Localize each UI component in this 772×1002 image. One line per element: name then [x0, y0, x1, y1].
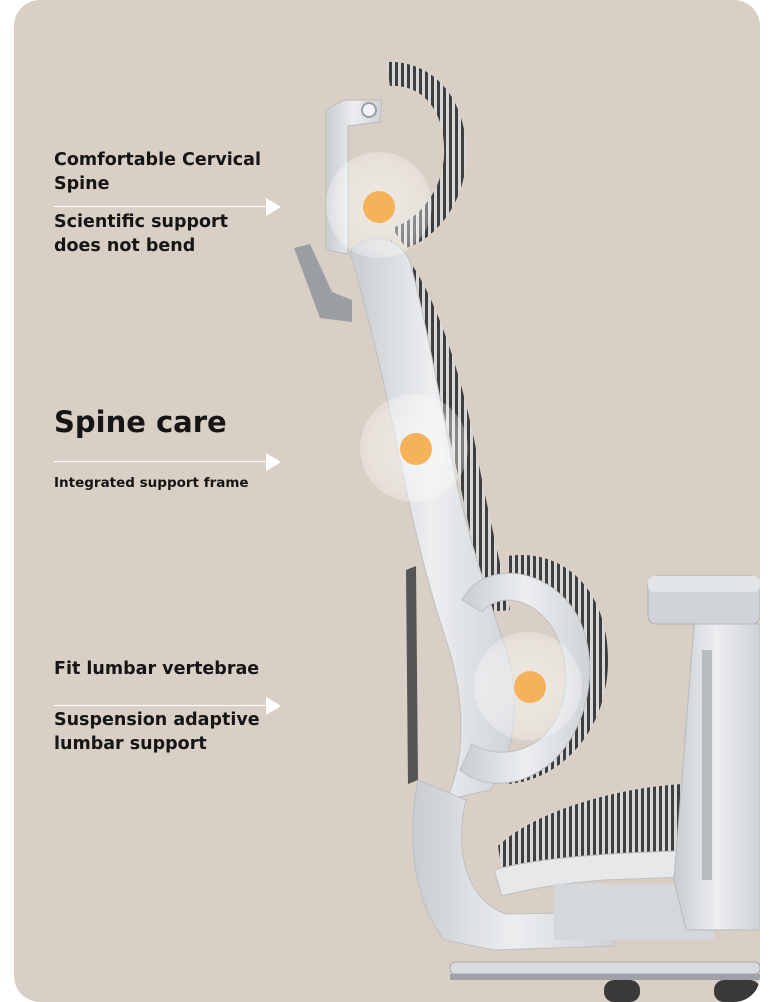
- highlight-dot-spine: [400, 433, 432, 465]
- coat-hook: [294, 244, 352, 322]
- lumbar-subtitle: Suspension adaptive lumbar support: [54, 710, 260, 754]
- seat-mesh: [498, 784, 714, 872]
- wheel-right: [714, 980, 760, 1002]
- cervical-subtitle: Scientific support does not bend: [54, 212, 229, 256]
- cervical-arrow: [54, 197, 284, 217]
- armrest-post: [673, 623, 760, 931]
- armrest-pad-top: [648, 576, 760, 592]
- lumbar-title: Fit lumbar vertebrae: [54, 659, 260, 679]
- spine-care-title: Spine care: [54, 405, 227, 439]
- headrest-mesh: [386, 61, 467, 249]
- lower-frame: [412, 779, 615, 951]
- spine-care-subtitle: Integrated support frame: [54, 475, 249, 491]
- lumbar-arrow: [54, 696, 284, 716]
- backrest-mesh: [380, 240, 510, 612]
- armrest-post-edge: [702, 650, 712, 880]
- footrest-bar: [449, 961, 760, 975]
- lumbar-mesh: [508, 555, 608, 784]
- headrest-knob: [361, 102, 377, 118]
- highlight-dot-cervical: [363, 191, 395, 223]
- spine-care-arrow: [54, 452, 284, 472]
- footrest-rail: [450, 974, 760, 980]
- cervical-title: Comfortable Cervical Spine: [54, 150, 261, 194]
- wheel-left: [604, 980, 640, 1002]
- product-feature-card: Comfortable Cervical Spine Scientific su…: [14, 0, 760, 1002]
- highlight-dot-lumbar: [514, 671, 546, 703]
- rear-strut: [406, 566, 418, 784]
